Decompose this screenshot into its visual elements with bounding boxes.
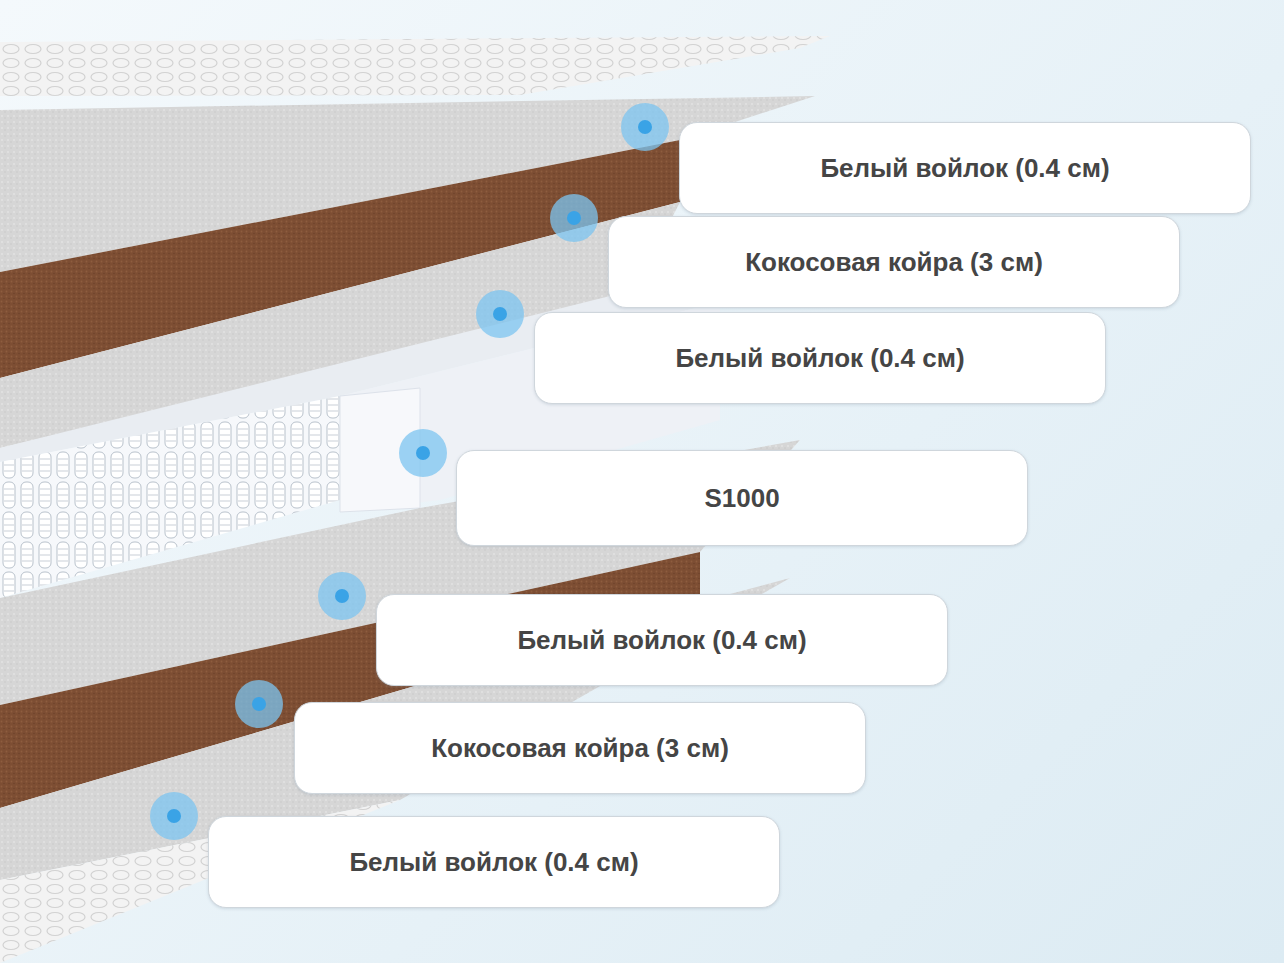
layer-label: S1000 xyxy=(704,483,779,514)
layer-label: Кокосовая койра (3 см) xyxy=(745,247,1043,278)
callout-box: Белый войлок (0.4 см) xyxy=(534,312,1106,404)
layer-label: Белый войлок (0.4 см) xyxy=(517,625,806,656)
layer-label: Кокосовая койра (3 см) xyxy=(431,733,729,764)
callout-box: Белый войлок (0.4 см) xyxy=(376,594,948,686)
callout-box: Белый войлок (0.4 см) xyxy=(679,122,1251,214)
layer-label: Белый войлок (0.4 см) xyxy=(349,847,638,878)
callout-box: S1000 xyxy=(456,450,1028,546)
layer-label: Белый войлок (0.4 см) xyxy=(675,343,964,374)
layer-label: Белый войлок (0.4 см) xyxy=(820,153,1109,184)
callout-box: Кокосовая койра (3 см) xyxy=(608,216,1180,308)
callout-box: Белый войлок (0.4 см) xyxy=(208,816,780,908)
callout-box: Кокосовая койра (3 см) xyxy=(294,702,866,794)
